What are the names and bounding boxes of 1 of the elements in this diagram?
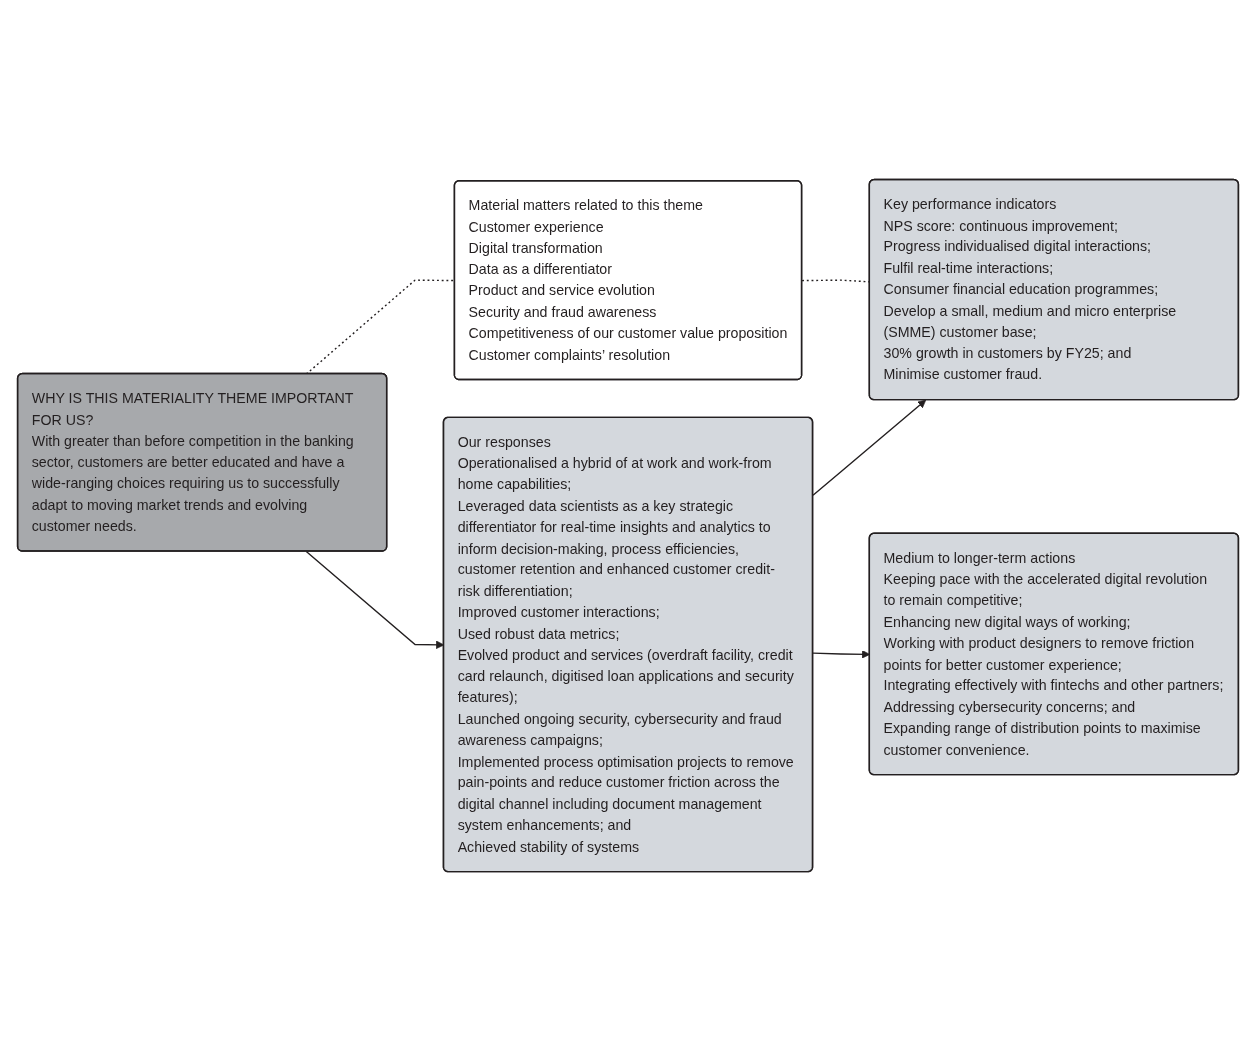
arrow — [812, 400, 927, 497]
